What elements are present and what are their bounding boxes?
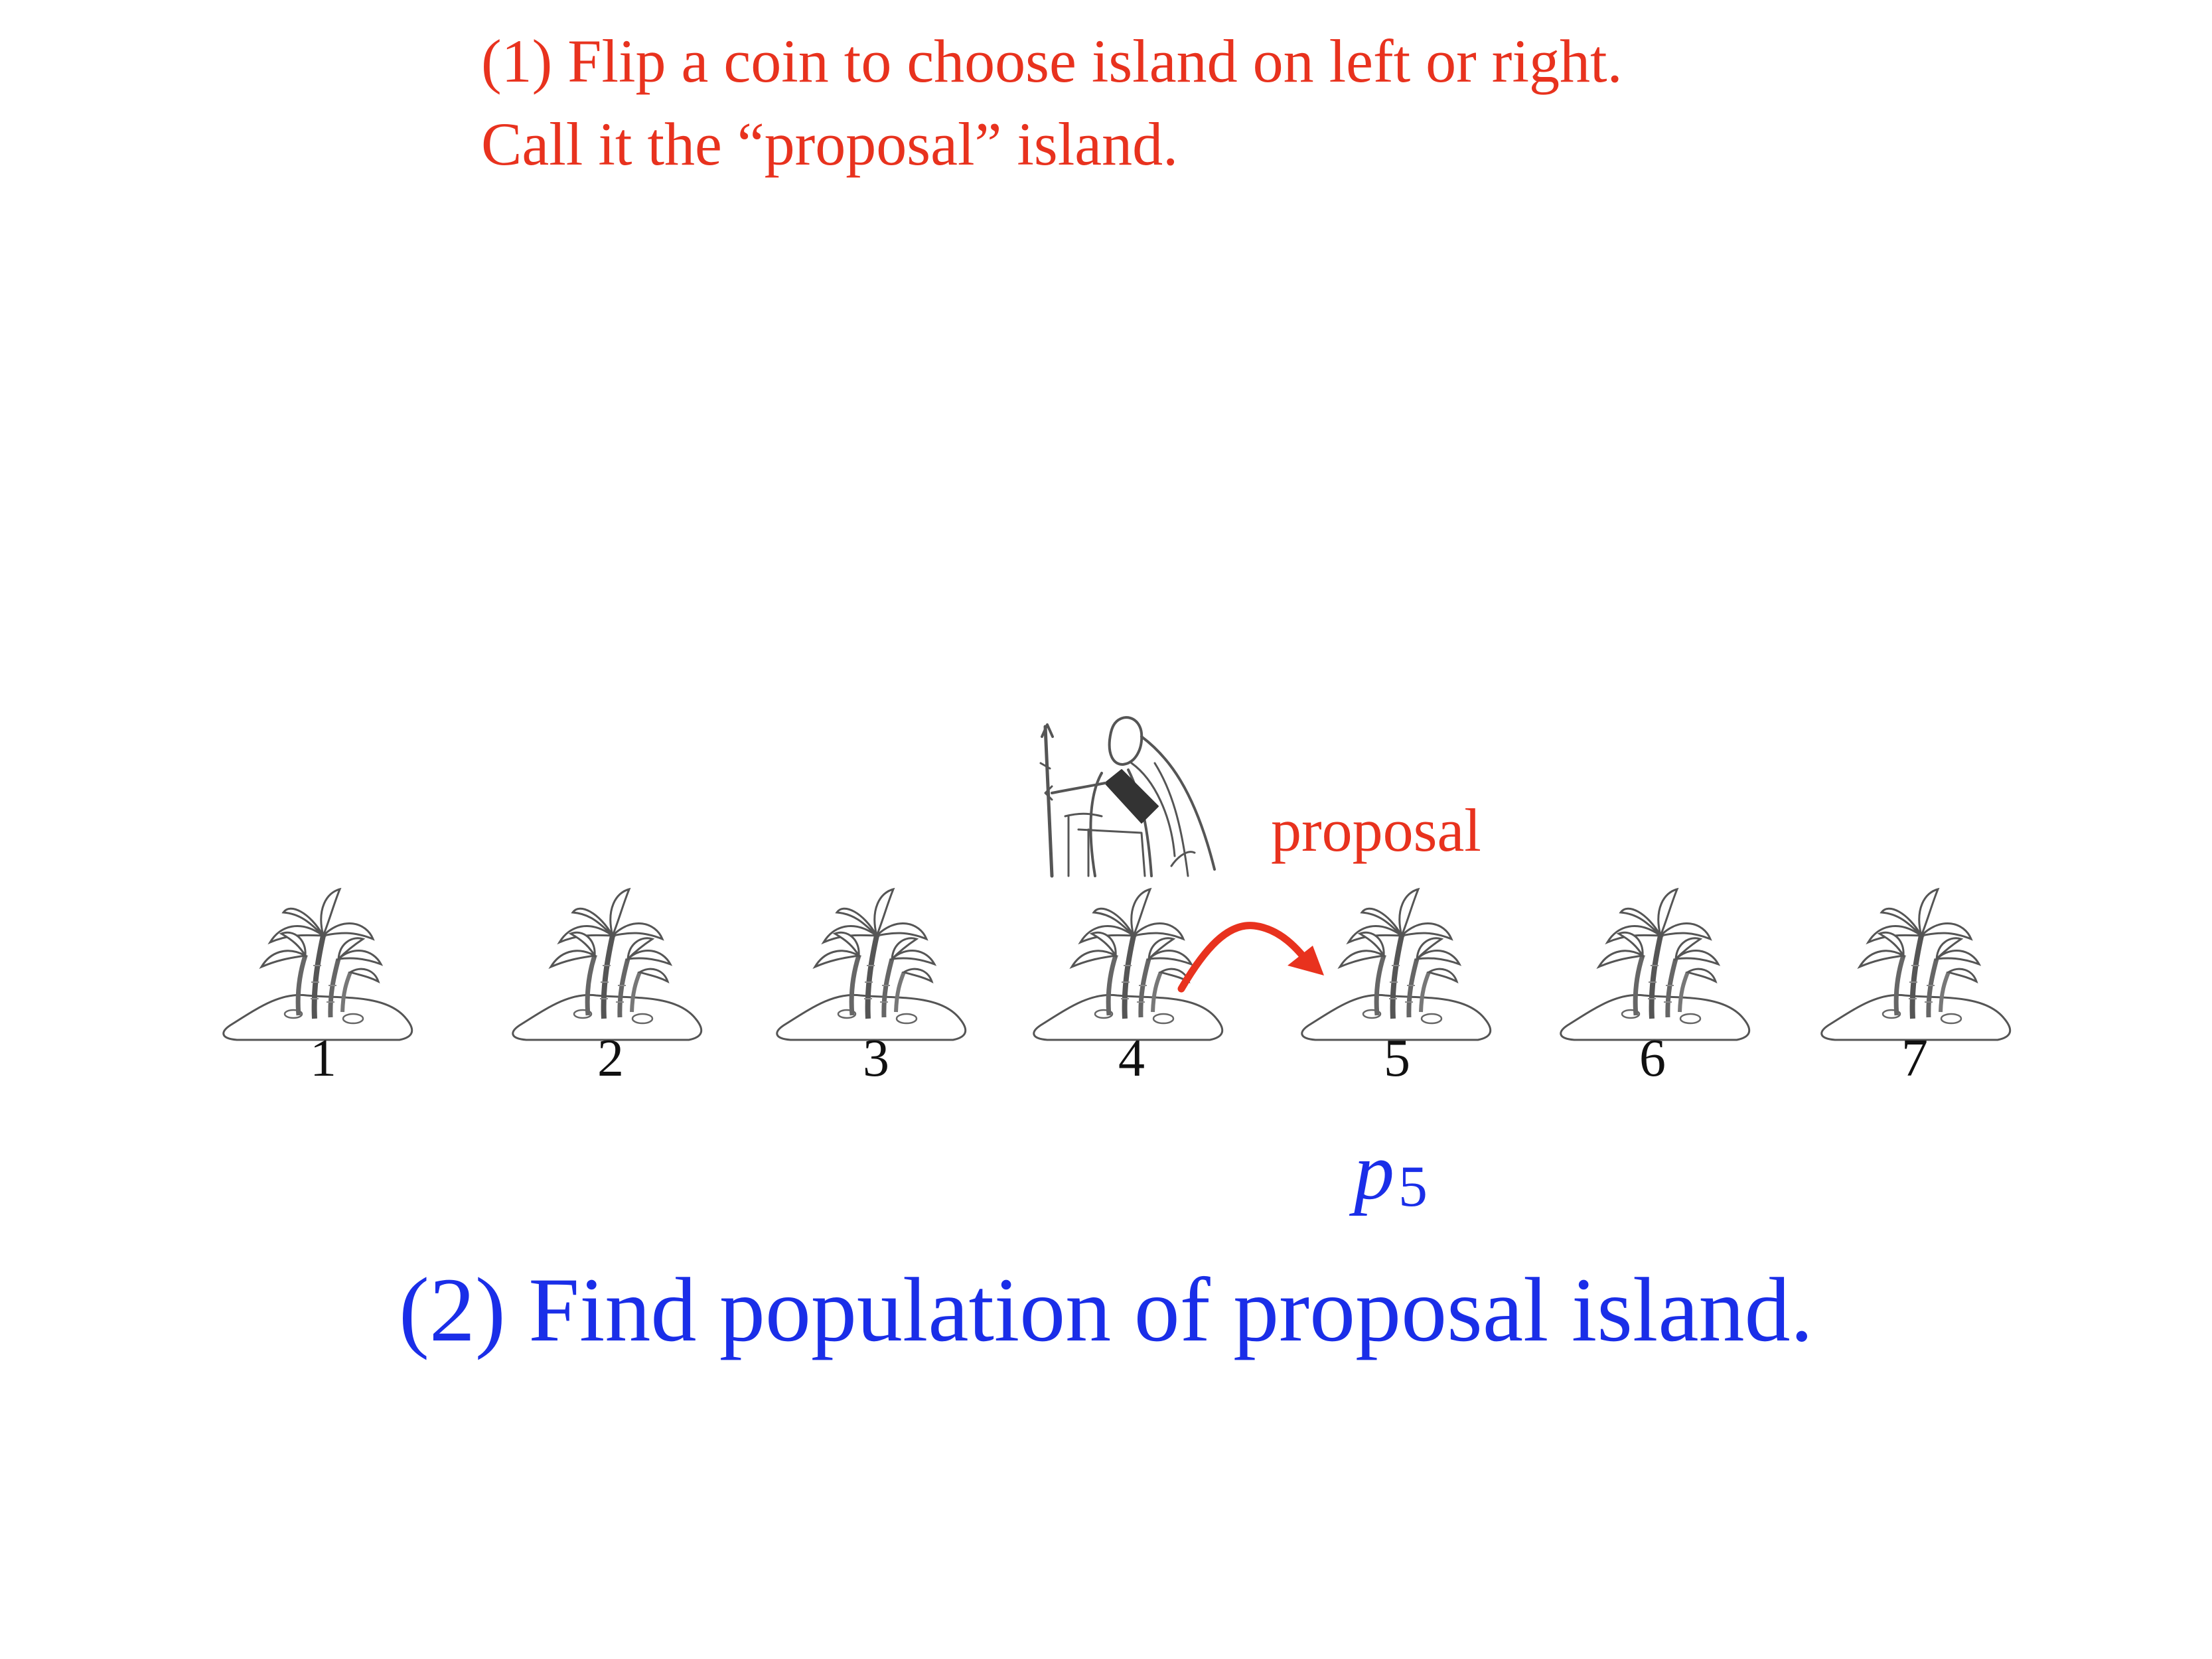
population-symbol: p5 (1354, 1131, 1428, 1216)
palm-island-icon (777, 889, 966, 1040)
island-number: 1 (310, 1029, 336, 1088)
island-number: 3 (863, 1029, 889, 1088)
curved-arrow-icon (1177, 922, 1324, 993)
palm-island-icon (1302, 889, 1491, 1040)
island-number: 5 (1384, 1029, 1410, 1088)
palm-island-icon (224, 889, 412, 1040)
proposal-label: proposal (1271, 796, 1481, 864)
island-number: 7 (1901, 1029, 1928, 1088)
island-number: 2 (597, 1029, 624, 1088)
step2-instruction: (2) Find population of proposal island. (398, 1259, 1814, 1360)
king-icon (1039, 716, 1216, 878)
step1-line1: (1) Flip a coin to choose island on left… (481, 27, 1623, 95)
palm-island-icon (1822, 889, 2010, 1040)
palm-island-icon (1561, 889, 1749, 1040)
island-number: 6 (1639, 1029, 1666, 1088)
island-number: 4 (1118, 1029, 1145, 1088)
population-letter: p (1354, 1127, 1394, 1216)
palm-island-icon (513, 889, 701, 1040)
population-subscript: 5 (1398, 1154, 1428, 1219)
step1-line2: Call it the “proposal” island. (481, 110, 1179, 178)
